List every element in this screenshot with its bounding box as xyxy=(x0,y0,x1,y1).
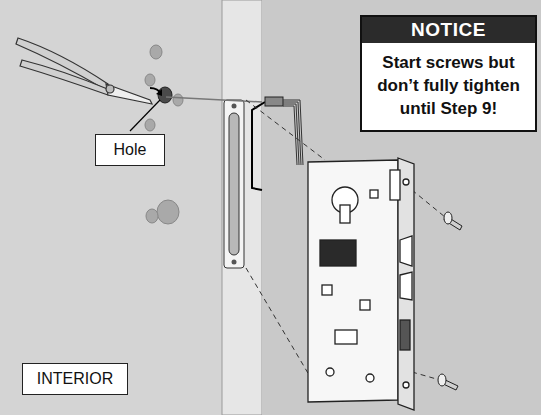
screw xyxy=(438,374,458,390)
mortise-pocket xyxy=(224,100,244,268)
label-box: INTERIOR xyxy=(22,363,128,395)
notice-box: NOTICEStart screws but don’t fully tight… xyxy=(360,15,537,132)
wire xyxy=(252,102,265,190)
pliers xyxy=(16,38,152,104)
mortise-lock xyxy=(308,158,414,410)
arrow-head xyxy=(156,89,162,96)
label-text: INTERIOR xyxy=(23,364,127,394)
label-text: Hole xyxy=(96,135,164,165)
label-box: Hole xyxy=(95,134,165,166)
notice-text: Start screws but don’t fully tighten unt… xyxy=(362,43,535,130)
mortise-slot xyxy=(229,113,239,255)
background-panel xyxy=(262,0,541,415)
notice-heading: NOTICE xyxy=(362,17,535,43)
screw-hole xyxy=(232,104,237,109)
alignment-lines xyxy=(246,100,445,402)
wire-harness xyxy=(283,100,303,165)
screw xyxy=(444,212,462,230)
connector xyxy=(265,97,283,106)
door-face xyxy=(0,0,222,415)
screw-hole xyxy=(232,260,237,265)
door-edge xyxy=(222,0,262,415)
leader-line xyxy=(130,100,160,131)
